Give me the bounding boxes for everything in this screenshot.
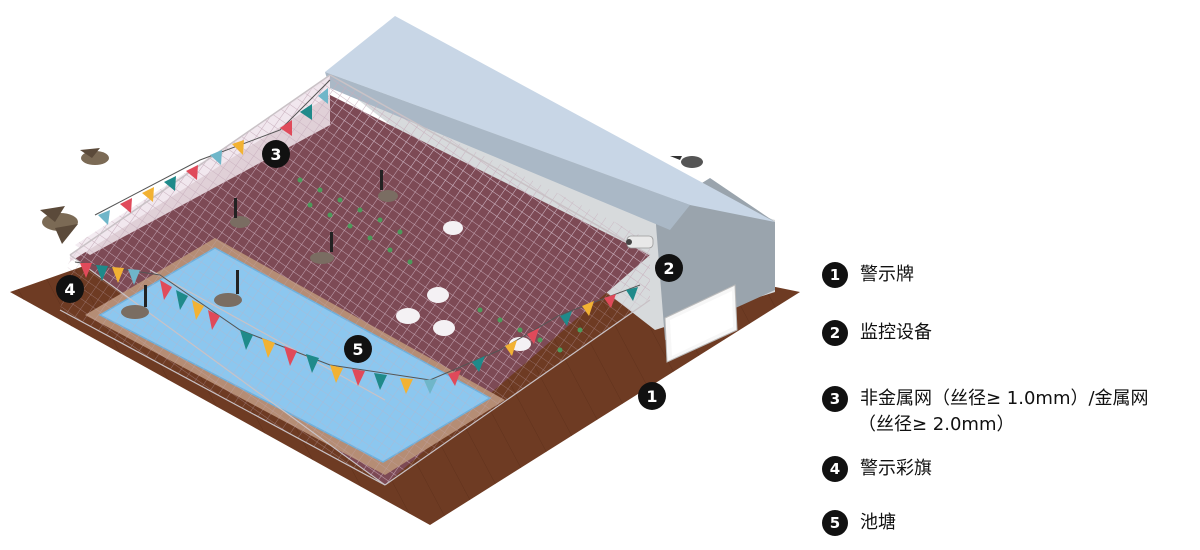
legend-badge: 3 — [822, 386, 848, 412]
legend-label: 警示彩旗 — [860, 458, 932, 479]
duck-icon — [427, 287, 449, 303]
legend-item-monitoring: 2 监控设备 — [822, 320, 932, 346]
legend-badge: 4 — [822, 456, 848, 482]
legend-item-net: 3 非金属网（丝径≥ 1.0mm）/金属网 （丝径≥ 2.0mm） — [822, 386, 1149, 438]
legend-item-warning-flags: 4 警示彩旗 — [822, 456, 932, 482]
svg-text:3: 3 — [270, 145, 281, 164]
legend-label: 池塘 — [860, 512, 896, 533]
legend-badge: 2 — [822, 320, 848, 346]
net-enclosure — [59, 74, 651, 486]
legend-badge: 5 — [822, 510, 848, 536]
duck-icon — [443, 221, 463, 235]
legend-label: 监控设备 — [860, 322, 932, 343]
marker-1: 1 — [638, 382, 666, 410]
bird-icon — [40, 206, 78, 244]
warning-flags — [74, 79, 641, 394]
plant-rows — [297, 177, 583, 353]
svg-text:2: 2 — [663, 259, 674, 278]
svg-text:1: 1 — [646, 387, 657, 406]
duck-icon — [433, 320, 455, 336]
legend-label: 警示牌 — [860, 264, 914, 285]
legend-label: 非金属网（丝径≥ 1.0mm）/金属网 — [860, 388, 1149, 409]
marker-4: 4 — [56, 275, 84, 303]
legend-label-line2: （丝径≥ 2.0mm） — [858, 414, 1015, 435]
marker-3: 3 — [262, 140, 290, 168]
legend-badge: 1 — [822, 262, 848, 288]
legend-item-warning-sign: 1 警示牌 — [822, 262, 914, 288]
sign-board-icon — [664, 284, 738, 363]
legend-item-pond: 5 池塘 — [822, 510, 896, 536]
legend-label-block: 非金属网（丝径≥ 1.0mm）/金属网 （丝径≥ 2.0mm） — [858, 386, 1149, 438]
bird-icon — [80, 148, 109, 165]
farm-scene-illustration: 1 2 3 4 5 — [10, 16, 800, 525]
svg-text:4: 4 — [64, 280, 75, 299]
marker-2: 2 — [655, 254, 683, 282]
duck-icon — [396, 308, 420, 324]
marker-5: 5 — [344, 335, 372, 363]
goose-icon — [310, 232, 334, 264]
svg-text:5: 5 — [352, 340, 363, 359]
goose-icon — [121, 285, 149, 319]
bird-icon — [670, 156, 703, 168]
goose-icon — [230, 198, 250, 228]
goose-icon — [214, 270, 242, 307]
camera-icon — [626, 235, 654, 249]
goose-icon — [378, 170, 398, 202]
